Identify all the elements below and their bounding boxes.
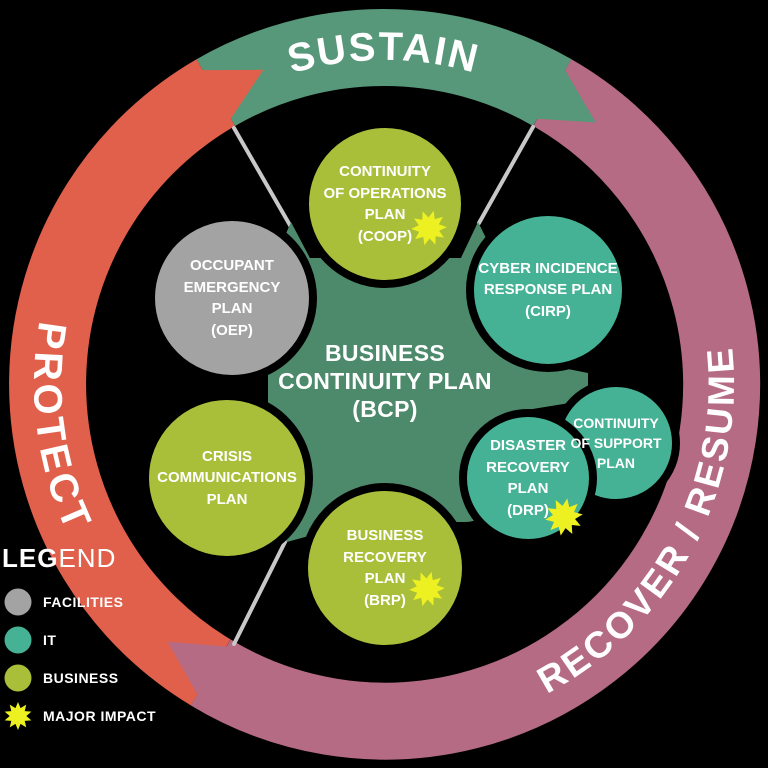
divider-line-top-right <box>477 125 535 225</box>
divider-line-top-left <box>232 126 293 229</box>
legend-item-it: IT <box>0 621 240 659</box>
facilities-swatch-circle <box>4 588 32 616</box>
facilities-circle-icon <box>4 588 32 616</box>
legend-label-business: BUSINESS <box>43 670 119 686</box>
it-circle-icon <box>4 626 32 654</box>
sustain-chevron <box>519 50 596 123</box>
major-impact-swatch <box>4 701 32 731</box>
divider-line-bottom-left <box>232 538 288 646</box>
legend-title-light: END <box>58 543 117 573</box>
legend-item-business: BUSINESS <box>0 659 240 697</box>
legend-item-major-impact: MAJOR IMPACT <box>0 697 240 735</box>
business-circle-icon <box>4 664 32 692</box>
cirp-circle <box>466 208 630 372</box>
legend-label-major-impact: MAJOR IMPACT <box>43 708 157 724</box>
oep-circle <box>147 213 317 383</box>
outer-ring <box>9 9 761 760</box>
bcp-center-label: BUSINESS CONTINUITY PLAN (BCP) <box>278 340 492 422</box>
center-blob-arm-e <box>502 356 588 414</box>
protect-arc <box>9 59 236 706</box>
legend-title-bold: LEG <box>2 543 59 573</box>
coop-label: CONTINUITY OF OPERATIONS PLAN (COOP) <box>323 163 447 245</box>
major-impact-star-icon <box>4 701 32 731</box>
cirp-label: CYBER INCIDENCE RESPONSE PLAN (CIRP) <box>478 259 618 320</box>
legend: LEGEND FACILITIES IT BUSINESS <box>0 542 240 735</box>
recover-chevron <box>167 641 244 715</box>
protect-chevron <box>180 69 264 134</box>
oep-label: OCCUPANT EMERGENCY PLAN (OEP) <box>183 257 281 339</box>
center-blob-body <box>268 258 506 522</box>
business-swatch-circle <box>4 664 32 692</box>
support-plan-label: CONTINUITY OF SUPPORT PLAN <box>570 415 662 471</box>
brp-label: BUSINESS RECOVERY PLAN (BRP) <box>343 527 427 609</box>
legend-label-facilities: FACILITIES <box>43 594 124 610</box>
drp-label: DISASTER RECOVERY PLAN (DRP) <box>486 437 570 519</box>
it-swatch-circle <box>4 626 32 654</box>
crisis-comms-label: CRISIS COMMUNICATIONS PLAN <box>157 447 297 508</box>
brp-circle <box>300 483 470 653</box>
legend-title: LEGEND <box>0 542 240 574</box>
legend-item-facilities: FACILITIES <box>0 583 240 621</box>
legend-label-it: IT <box>43 632 57 648</box>
divider-lines <box>232 125 535 646</box>
recover-resume-arc <box>190 59 761 760</box>
legend-rows: FACILITIES IT BUSINESS MAJOR IMPACT <box>0 583 240 735</box>
crisis-comms-circle <box>141 392 313 564</box>
